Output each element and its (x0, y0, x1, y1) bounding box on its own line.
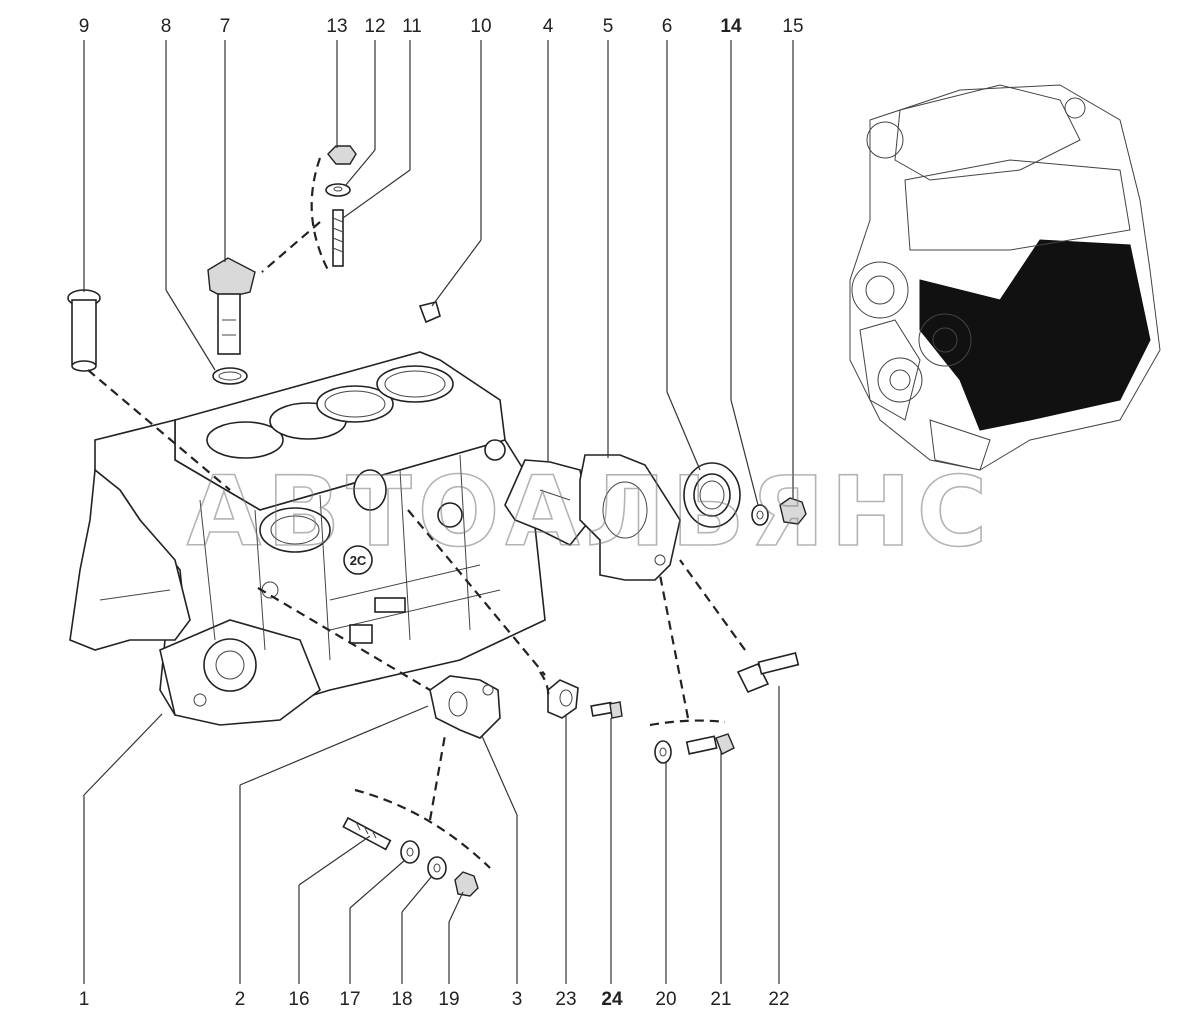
bolt-21 (685, 733, 735, 755)
rear-seal-gasket (504, 459, 591, 547)
callout-14: 14 (720, 16, 742, 37)
oil-filler-tube (67, 289, 101, 372)
callout-2: 2 (235, 989, 246, 1010)
callout-13: 13 (326, 16, 347, 37)
nut-15 (779, 497, 807, 525)
bracket-23 (547, 679, 579, 719)
watermark: АВТОАЛЬЯНС (187, 456, 993, 568)
bolt-22 (736, 652, 800, 694)
nut-19 (454, 871, 479, 897)
callout-9: 9 (79, 16, 90, 37)
sensor-housing (207, 257, 256, 355)
callout-7: 7 (220, 16, 231, 37)
cylinder-block: 2C (69, 351, 546, 726)
callout-17: 17 (339, 989, 360, 1010)
rear-seal-housing (579, 454, 681, 581)
stud-16 (342, 816, 392, 851)
callout-5: 5 (603, 16, 614, 37)
callout-18: 18 (391, 989, 412, 1010)
callout-19: 19 (438, 989, 459, 1010)
callout-11: 11 (402, 16, 422, 37)
stud-11 (332, 209, 344, 267)
callout-6: 6 (662, 16, 673, 37)
callout-24: 24 (601, 989, 623, 1010)
callout-23: 23 (555, 989, 576, 1010)
crankshaft-oil-seal (683, 462, 741, 528)
callout-12: 12 (364, 16, 385, 37)
callout-10: 10 (470, 16, 491, 37)
assembly-dashed-lines (87, 157, 746, 869)
o-ring (212, 367, 248, 385)
callout-4: 4 (543, 16, 554, 37)
engine-mount-bracket (429, 675, 501, 739)
callout-21: 21 (710, 989, 731, 1010)
callout-8: 8 (161, 16, 172, 37)
callout-15: 15 (782, 16, 803, 37)
callout-22: 22 (768, 989, 789, 1010)
engine-assembly-inset (849, 84, 1161, 471)
plug-10 (418, 301, 441, 324)
callout-16: 16 (288, 989, 309, 1010)
washer-20 (654, 740, 672, 764)
bolt-24 (590, 701, 623, 719)
block-stamp: 2C (350, 553, 367, 568)
callout-3: 3 (512, 989, 523, 1010)
washer-14 (751, 504, 769, 526)
callout-1: 1 (79, 989, 90, 1010)
callouts-top: 9 8 7 13 12 11 10 4 5 6 14 15 (79, 16, 804, 37)
washer-17 (400, 840, 420, 864)
callouts-bottom: 1 2 16 17 18 19 3 23 24 20 21 22 (79, 989, 790, 1010)
leader-lines (83, 40, 794, 984)
nut-13 (327, 145, 357, 165)
callout-20: 20 (655, 989, 676, 1010)
washer-18 (427, 856, 447, 880)
washer-12 (325, 183, 351, 197)
